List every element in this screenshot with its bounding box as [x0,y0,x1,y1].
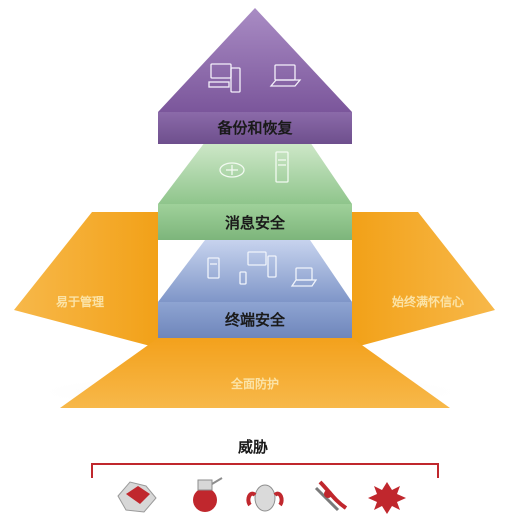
base-front-wedge [60,338,450,408]
laptop-icon [269,64,302,87]
desktop-computer-icon [208,63,241,93]
backup-layer-label: 备份和恢复 [216,119,293,137]
threats-bracket [91,463,439,478]
orange-base [14,212,495,408]
backup-layer-top [158,8,352,112]
base-left-wing [14,212,158,348]
base-right-wing [352,212,495,348]
threats-title: 威胁 [238,438,268,456]
endpoint-layer-label: 终端安全 [225,311,286,329]
messaging-layer-label: 消息安全 [225,214,286,232]
virus-icon [368,482,406,514]
messaging-layer-front [158,204,352,240]
endpoint-layer-top [158,240,352,302]
messaging-layer [158,142,352,240]
backup-layer-front [158,112,352,144]
workstation-icon [247,251,277,278]
server-tower-icon [207,257,220,279]
bug-icon [246,484,284,512]
phone-icon [239,271,247,285]
notebook-icon [290,267,318,287]
endpoint-layer-front [158,302,352,338]
worm-icon [314,480,348,512]
bomb-icon [193,477,223,512]
base-left-label: 易于管理 [56,294,104,309]
base-right-label: 始终满怀信心 [392,294,464,309]
base-front-label: 全面防护 [230,376,279,391]
debris-icon [117,481,157,513]
server-icon [275,151,289,183]
backup-layer [158,8,352,144]
messaging-layer-top [158,142,352,204]
mail-router-icon [219,162,245,178]
